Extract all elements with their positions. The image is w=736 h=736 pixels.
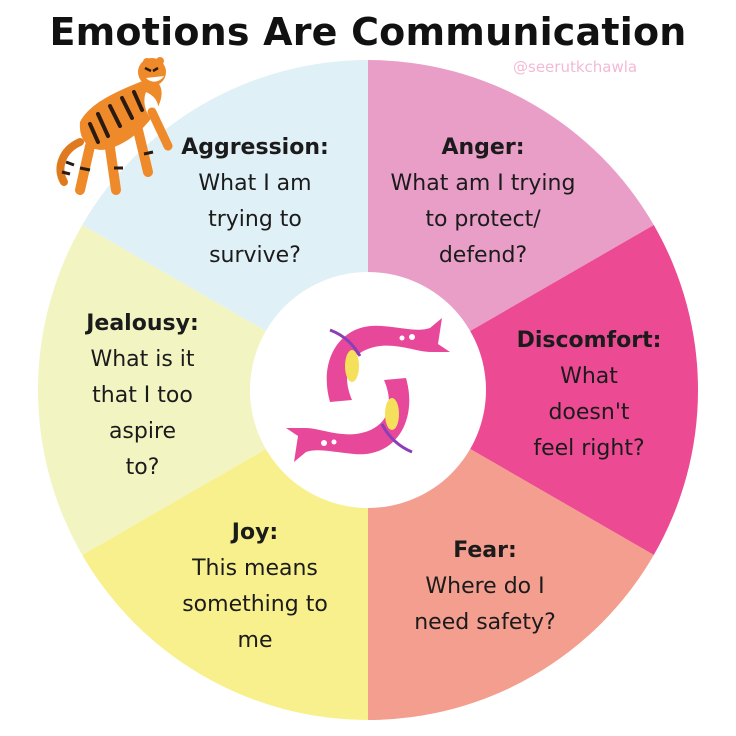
center-circle — [250, 272, 486, 508]
segment-anger-title: Anger: — [441, 135, 525, 160]
segment-aggression-title: Aggression: — [181, 135, 329, 160]
segment-discomfort: Discomfort: What doesn't feel right? — [500, 323, 678, 467]
segment-jealousy-title: Jealousy: — [86, 311, 199, 336]
tiger-icon — [56, 57, 173, 195]
segment-fear-title: Fear: — [453, 538, 517, 563]
segment-fear: Fear: Where do I need safety? — [390, 533, 580, 641]
author-handle: @seerutkchawla — [513, 58, 638, 76]
segment-fear-text: Where do I need safety? — [414, 574, 556, 635]
pink-fish-yinyang-icon — [286, 318, 450, 462]
segment-aggression: Aggression: What I am trying to survive? — [160, 130, 350, 274]
segment-discomfort-title: Discomfort: — [516, 328, 662, 353]
segment-discomfort-text: What doesn't feel right? — [533, 364, 645, 461]
page-title: Emotions Are Communication — [49, 10, 687, 54]
wheel-segment-anger — [368, 225, 699, 555]
segment-anger-text: What am I trying to protect/ defend? — [390, 171, 576, 268]
segment-jealousy: Jealousy: What is it that I too aspire t… — [60, 306, 225, 486]
wheel-segment-joy — [37, 225, 368, 555]
segment-jealousy-text: What is it that I too aspire to? — [90, 347, 195, 480]
segment-joy-text: This means something to me — [182, 556, 328, 653]
segment-joy: Joy: This means something to me — [160, 515, 350, 659]
segment-aggression-text: What I am trying to survive? — [198, 171, 312, 268]
segment-joy-title: Joy: — [231, 520, 279, 545]
segment-anger: Anger: What am I trying to protect/ defe… — [378, 130, 588, 274]
